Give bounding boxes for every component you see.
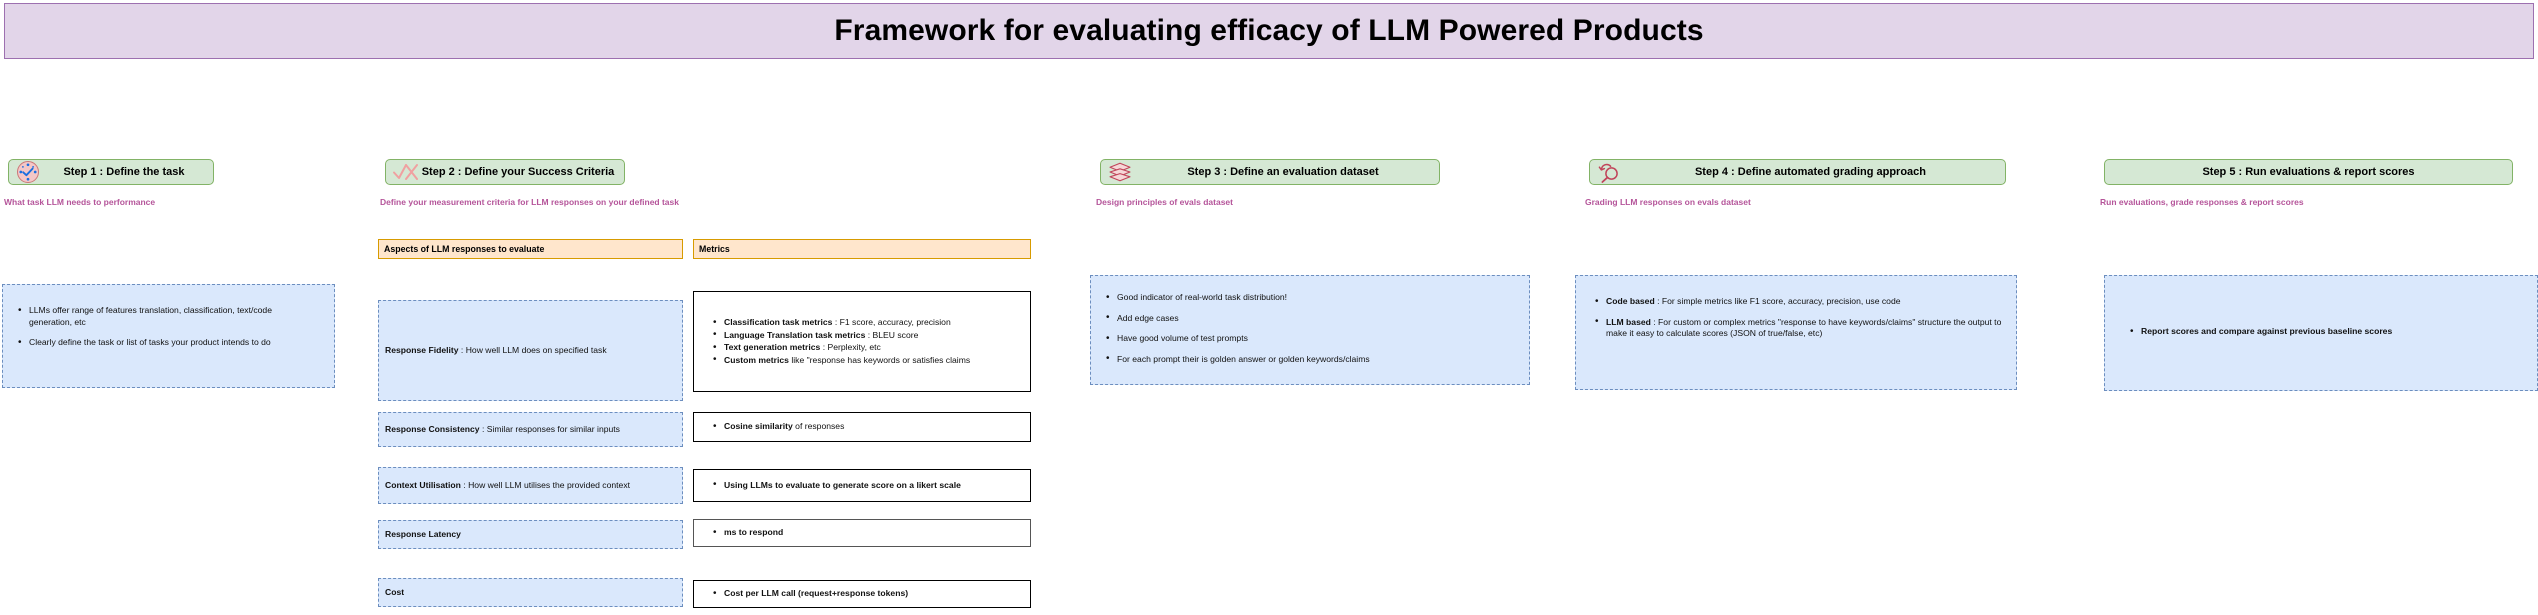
metric-desc: of responses [792,421,845,432]
task-target-check-icon [15,161,41,183]
aspect-text: Response Latency [385,529,461,541]
aspect-term: Response Consistency [385,423,480,434]
metric-term: Cost per LLM call (request+response toke… [724,588,909,599]
aspect-term: Response Fidelity [385,344,459,355]
magnifier-refresh-icon [1596,161,1622,183]
step-2-metric-cell-3: Using LLMs to evaluate to generate score… [693,469,1031,502]
bullet-term: Code based [1606,296,1655,306]
step-2-aspect-cell-1: Response Fidelity : How well LLM does on… [378,300,683,401]
list-item: Add edge cases [1106,312,1519,325]
list-item: Classification task metrics : F1 score, … [713,317,1022,329]
metric-desc: : F1 score, accuracy, precision [832,317,951,327]
list-item: Cost per LLM call (request+response toke… [713,588,1022,600]
step-2-metric-list-4: ms to respond [694,527,1030,539]
list-item: Code based : For simple metrics like F1 … [1595,296,2006,308]
metric-term: Classification task metrics [724,317,833,327]
step-5-bullet-list: Report scores and compare against previo… [2105,276,2537,338]
aspect-desc: : How well LLM utilises the provided con… [460,479,631,490]
step-1-content-box: LLMs offer range of features translation… [2,284,335,388]
metric-term: Custom metrics [724,354,789,365]
step-2-metric-list-5: Cost per LLM call (request+response toke… [694,588,1030,600]
step-2-metric-list-3: Using LLMs to evaluate to generate score… [694,479,1030,492]
step-2-metric-cell-4: ms to respond [693,519,1031,547]
list-item: Cosine similarity of responses [713,421,1022,433]
step-2-metric-list-2: Cosine similarity of responses [694,421,1030,433]
list-item: Report scores and compare against previo… [2130,326,2527,338]
metric-term: Language Translation task metrics [724,329,866,340]
step-2-metrics-header: Metrics [693,239,1031,259]
step-2-metric-cell-5: Cost per LLM call (request+response toke… [693,580,1031,608]
step-3-title: Step 3 : Define an evaluation dataset [1187,166,1379,178]
aspect-text: Response Fidelity : How well LLM does on… [385,345,607,357]
list-item: LLMs offer range of features translation… [18,305,324,328]
list-item: Have good volume of test prompts [1106,333,1519,345]
step-2-aspects-header-label: Aspects of LLM responses to evaluate [384,244,545,254]
list-item: Good indicator of real-world task distri… [1106,292,1519,304]
list-item: For each prompt their is golden answer o… [1106,353,1519,366]
list-item: Text generation metrics : Perplexity, et… [713,342,1022,354]
list-item: LLM based : For custom or complex metric… [1595,316,2006,340]
step-5-content-box: Report scores and compare against previo… [2104,275,2538,391]
page-title: Framework for evaluating efficacy of LLM… [834,14,1704,47]
bullet-desc: : For custom or complex metrics "respons… [1606,316,2002,339]
page-title-banner: Framework for evaluating efficacy of LLM… [4,3,2534,59]
list-item: ms to respond [713,527,1022,539]
aspect-term: Context Utilisation [385,479,461,490]
step-5-header[interactable]: Step 5 : Run evaluations & report scores [2104,159,2513,185]
step-2-metric-list-1: Classification task metrics : F1 score, … [694,317,1030,366]
bullet-desc: : For simple metrics like F1 score, accu… [1654,296,1901,306]
layers-stack-icon [1107,161,1133,183]
step-3-header[interactable]: Step 3 : Define an evaluation dataset [1100,159,1440,185]
aspect-text: Response Consistency : Similar responses… [385,424,620,436]
aspect-text: Cost [385,587,404,599]
step-5-subtitle: Run evaluations, grade responses & repor… [2100,197,2304,207]
step-4-content-box: Code based : For simple metrics like F1 … [1575,275,2017,390]
metric-desc: like "response has keywords or satisfies… [788,354,971,365]
step-2-aspect-cell-2: Response Consistency : Similar responses… [378,412,683,447]
step-5-title: Step 5 : Run evaluations & report scores [2202,166,2415,178]
step-2-subtitle: Define your measurement criteria for LLM… [380,197,679,207]
step-1-bullet-list: LLMs offer range of features translation… [3,285,334,349]
step-2-metrics-header-label: Metrics [699,244,730,254]
aspect-text: Context Utilisation : How well LLM utili… [385,480,630,492]
metric-term: Cosine similarity [724,421,793,432]
metric-term: ms to respond [724,527,784,538]
step-1-title: Step 1 : Define the task [63,166,185,178]
step-2-title: Step 2 : Define your Success Criteria [421,166,615,178]
step-2-aspects-header: Aspects of LLM responses to evaluate [378,239,683,259]
step-4-title: Step 4 : Define automated grading approa… [1694,166,1927,178]
list-item: Custom metrics like "response has keywor… [713,354,1022,367]
list-item: Using LLMs to evaluate to generate score… [713,479,1022,492]
step-3-content-box: Good indicator of real-world task distri… [1090,275,1530,385]
step-1-header[interactable]: Step 1 : Define the task [8,159,214,185]
metric-desc: : BLEU score [865,329,919,340]
aspect-desc: : Similar responses for similar inputs [479,423,620,434]
step-2-metric-cell-1: Classification task metrics : F1 score, … [693,291,1031,392]
list-item: Clearly define the task or list of tasks… [18,337,324,349]
aspect-term: Response Latency [385,528,461,539]
bullet-term: Report scores and compare against previo… [2141,326,2393,336]
step-2-header[interactable]: Step 2 : Define your Success Criteria [385,159,625,185]
step-3-subtitle: Design principles of evals dataset [1096,197,1233,207]
metric-term: Text generation metrics [724,342,821,352]
metric-desc: : Perplexity, etc [820,342,881,352]
step-4-subtitle: Grading LLM responses on evals dataset [1585,197,1751,207]
step-3-bullet-list: Good indicator of real-world task distri… [1091,276,1529,365]
bullet-term: LLM based [1606,316,1651,327]
list-item: Language Translation task metrics : BLEU… [713,329,1022,342]
step-2-aspect-cell-5: Cost [378,578,683,607]
step-4-bullet-list: Code based : For simple metrics like F1 … [1576,276,2016,340]
metric-term: Using LLMs to evaluate to generate score… [724,479,961,490]
step-2-aspect-cell-3: Context Utilisation : How well LLM utili… [378,467,683,504]
step-2-metric-cell-2: Cosine similarity of responses [693,412,1031,442]
aspect-desc: : How well LLM does on specified task [458,344,607,355]
aspect-term: Cost [385,586,405,597]
step-4-header[interactable]: Step 4 : Define automated grading approa… [1589,159,2006,185]
step-2-aspect-cell-4: Response Latency [378,520,683,549]
check-cross-icon [392,161,418,183]
step-1-subtitle: What task LLM needs to performance [4,197,156,207]
